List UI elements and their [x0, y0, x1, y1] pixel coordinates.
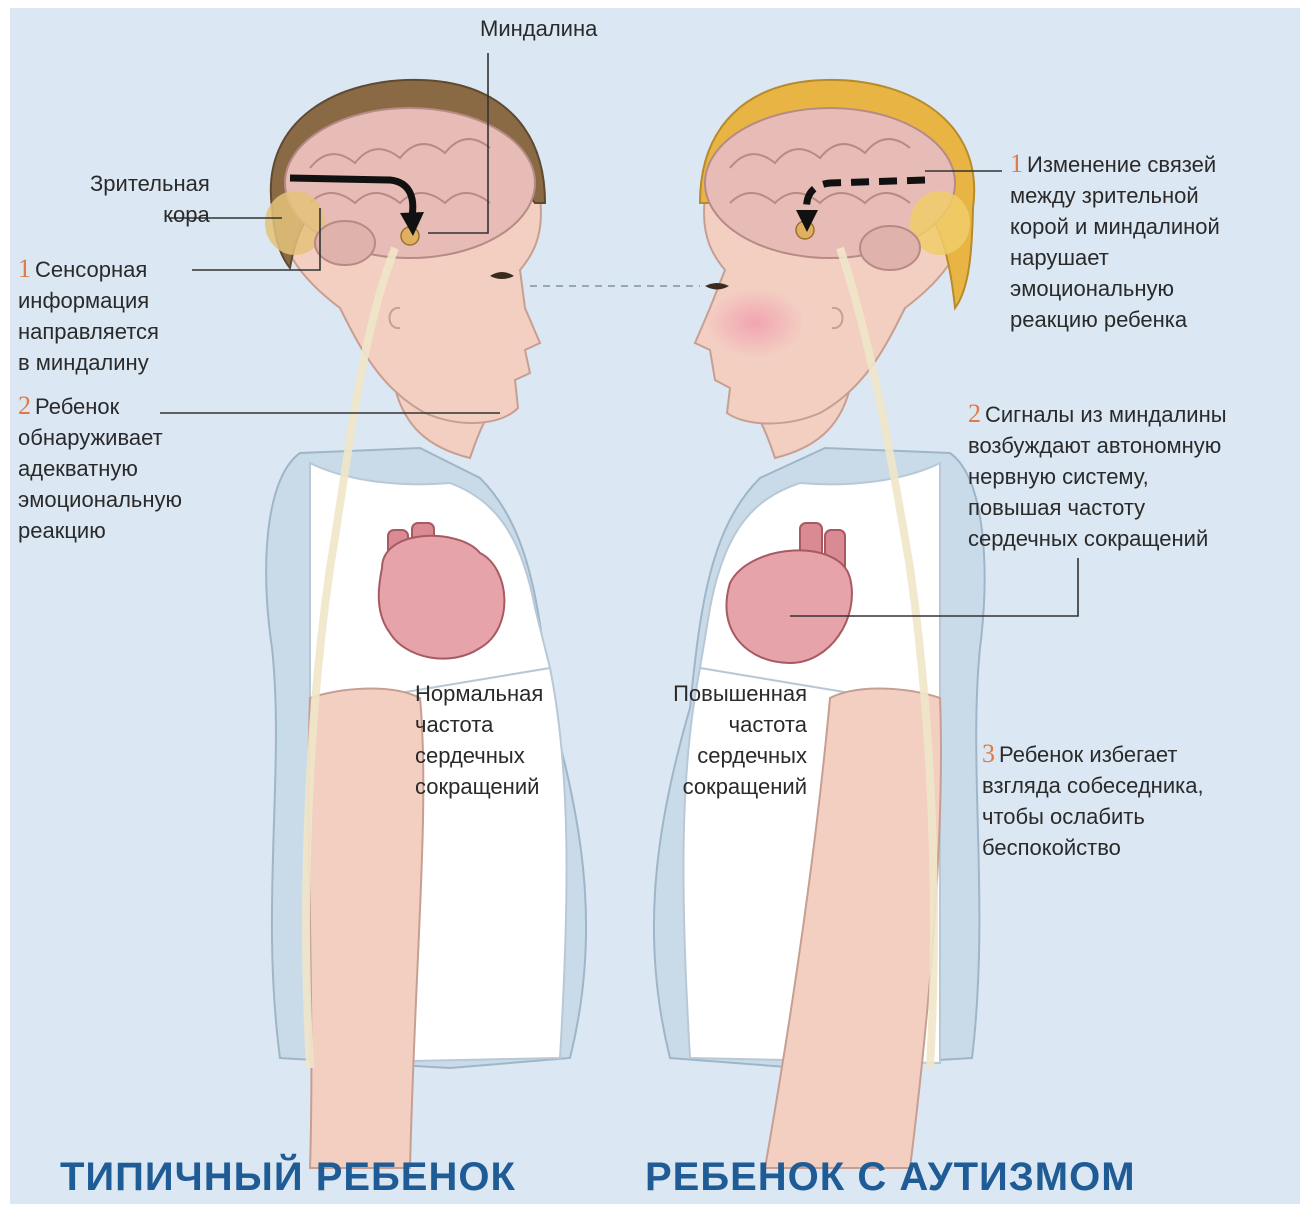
autism-step-3: 3Ребенок избегает взгляда собеседника, ч… — [982, 738, 1204, 863]
normal-heart-rate-label: Нормальная частота сердечных сокращений — [415, 678, 543, 802]
typical-arm — [309, 689, 424, 1168]
autism-step-1: 1Изменение связей между зрительной корой… — [1010, 148, 1220, 335]
typical-step-2: 2Ребенок обнаруживает адекватную эмоцион… — [18, 390, 182, 546]
autism-child-figure — [654, 80, 985, 1168]
autism-child-title: РЕБЕНОК С АУТИЗМОМ — [645, 1155, 1136, 1200]
elevated-heart-rate-label: Повышенная частота сердечных сокращений — [632, 678, 807, 802]
typical-child-title: ТИПИЧНЫЙ РЕБЕНОК — [60, 1155, 516, 1200]
visual-cortex-label: Зрительная кора — [90, 168, 210, 230]
amygdala-label: Миндалина — [480, 13, 597, 44]
autism-step-2: 2Сигналы из миндалины возбуждают автоном… — [968, 398, 1227, 554]
typical-child-figure — [265, 80, 586, 1168]
diagram-canvas: Миндалина Зрительная кора 1Сенсорная инф… — [10, 8, 1300, 1204]
typical-step-1: 1Сенсорная информация направляется в мин… — [18, 253, 159, 378]
